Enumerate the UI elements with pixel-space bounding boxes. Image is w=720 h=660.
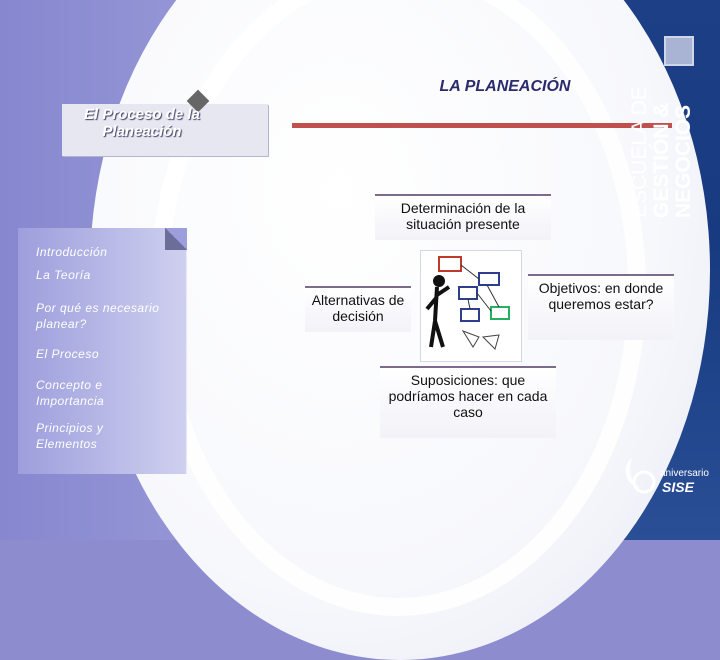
school-brand-line3: NEGOCIOS (672, 105, 695, 218)
slide-title: LA PLANEACIÓN (439, 78, 571, 95)
menu-item-teoria[interactable]: La Teoría (36, 268, 91, 282)
process-tab (62, 104, 268, 156)
suposiciones-text: Suposiciones: que podríamos hacer en cad… (388, 372, 548, 420)
objetivos-box: Objetivos: en donde queremos estar? (528, 274, 674, 340)
process-tab-line2: Planeación (102, 123, 182, 140)
menu-page-fold (165, 228, 187, 250)
objetivos-text: Objetivos: en donde queremos estar? (538, 280, 664, 312)
anniversary-logo: aniversario SISE (622, 452, 718, 508)
brand-square-logo (664, 36, 694, 66)
menu-panel (18, 228, 187, 474)
process-tab-label: El Proceso de la Planeación (62, 106, 222, 140)
alternativas-text: Alternativas de decisión (311, 292, 405, 324)
school-brand: ESCUELA DE GESTIÓN & NEGOCIOS (616, 80, 696, 220)
anniversary-name: SISE (662, 479, 695, 495)
determinacion-text: Determinación de la situación presente (400, 200, 526, 232)
anniversary-word: aniversario (660, 468, 709, 479)
school-brand-line1: ESCUELA DE (628, 86, 651, 218)
planning-person-illustration (420, 250, 522, 362)
determinacion-box: Determinación de la situación presente (375, 194, 551, 240)
menu-item-principios[interactable]: Principios y Elementos (36, 421, 104, 451)
alternativas-box: Alternativas de decisión (305, 286, 411, 332)
school-brand-line2: GESTIÓN & (649, 102, 673, 218)
menu-item-proceso[interactable]: El Proceso (36, 347, 100, 361)
menu-item-concepto[interactable]: Concepto e Importancia (36, 378, 105, 408)
process-tab-line1: El Proceso de la (84, 106, 200, 123)
suposiciones-box: Suposiciones: que podríamos hacer en cad… (380, 366, 556, 438)
menu-item-por-que-planear[interactable]: Por qué es necesario planear? (36, 301, 160, 331)
title-underline (292, 123, 672, 128)
menu-item-introduccion[interactable]: Introducción (36, 245, 108, 259)
